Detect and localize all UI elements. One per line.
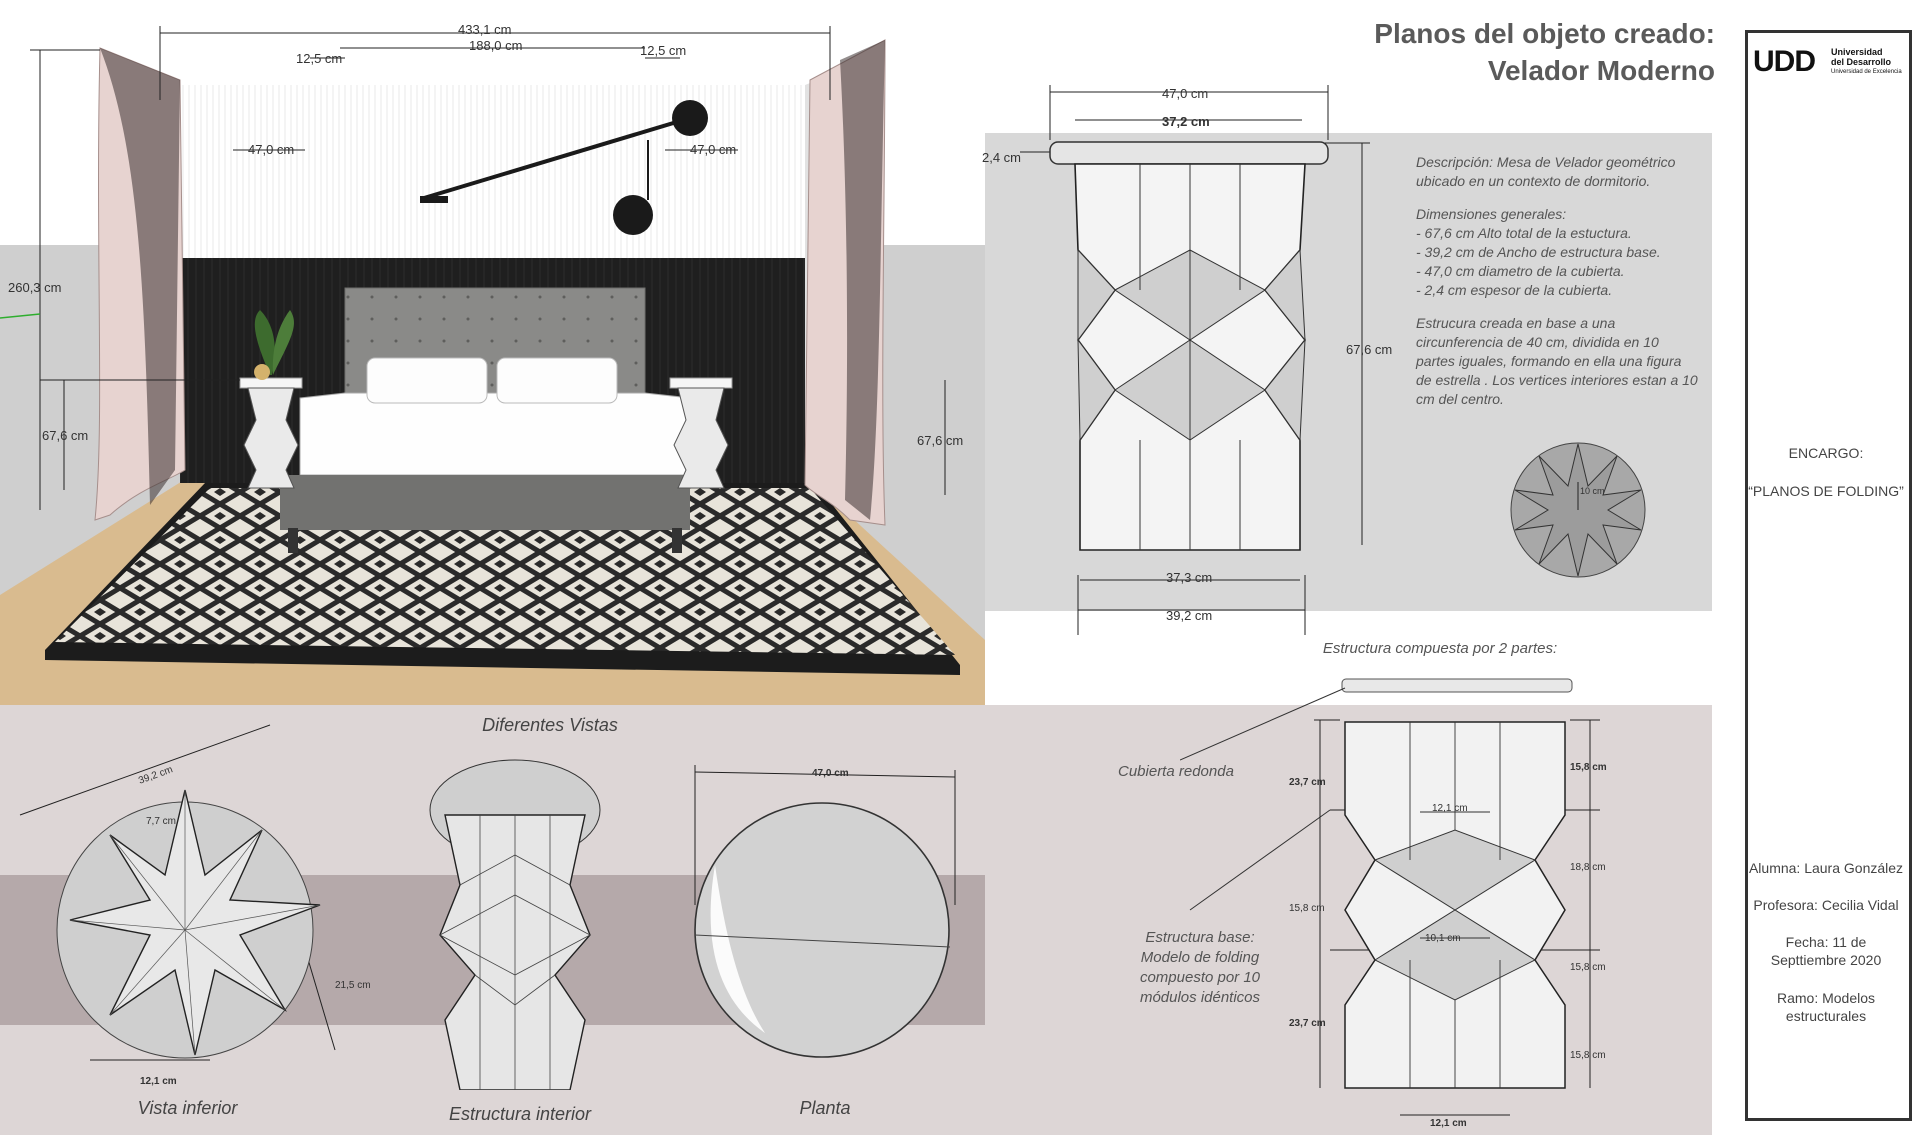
- udd-logo: UDD Universidad del Desarrollo Universid…: [1753, 45, 1903, 85]
- dim-188: 18,8 cm: [1570, 862, 1606, 873]
- encargo-label: ENCARGO:: [1788, 445, 1864, 461]
- desc-para-2: circunferencia de 40 cm, dividida en 10: [1416, 334, 1659, 350]
- desc-line-1: Descripción: Mesa de Velador geométrico: [1416, 154, 1676, 170]
- desc-dim-1: - 67,6 cm Alto total de la estuctura.: [1416, 225, 1632, 241]
- vista-inferior-drawing: [10, 720, 370, 1090]
- star-radius-label: 10 cm: [1580, 486, 1605, 496]
- dim-121-top: 12,1 cm: [1432, 803, 1468, 814]
- udd-logo-line1: Universidad: [1831, 47, 1883, 57]
- dim-height: 67,6 cm: [1346, 342, 1393, 357]
- dim-158-left: 15,8 cm: [1289, 903, 1325, 914]
- dim-bottom-inner: 37,3 cm: [1166, 570, 1213, 585]
- desc-line-2: ubicado en un contexto de dormitorio.: [1416, 173, 1651, 189]
- parts-leaders: [1180, 680, 1380, 940]
- fecha-line-1: Fecha: 11 de: [1785, 934, 1867, 950]
- label-base-line-3: compuesto por 10: [1139, 969, 1261, 986]
- title-line-1: Planos del objeto creado:: [1374, 18, 1715, 49]
- room-illustration: [0, 0, 985, 705]
- dim-table-right: 47,0 cm: [690, 142, 737, 157]
- dim-top-diameter: 47,0 cm: [1162, 86, 1209, 101]
- dim-gap-right: 12,5 cm: [640, 43, 687, 58]
- desc-para-1: Estrucura creada en base a una: [1416, 315, 1616, 331]
- label-base: Estructura base: Modelo de folding compu…: [1115, 928, 1285, 1008]
- dim-bed-width: 188,0 cm: [469, 38, 523, 53]
- dim-height-right: 67,6 cm: [917, 433, 964, 448]
- dim-101: 10,1 cm: [1425, 933, 1461, 944]
- desc-dim-2: - 39,2 cm de Ancho de estructura base.: [1416, 244, 1661, 260]
- planta-drawing: [685, 755, 965, 1095]
- dim-237-top: 23,7 cm: [1289, 777, 1326, 788]
- alumna: Alumna: Laura González: [1748, 860, 1904, 876]
- desc-para-3: partes iguales, formando en ella una fig…: [1416, 353, 1682, 369]
- cubierta-drawing: [1340, 676, 1575, 696]
- description-block: Descripción: Mesa de Velador geométrico …: [1416, 153, 1716, 409]
- estructura-interior-drawing: [420, 755, 610, 1090]
- dim-121-bottom: 12,1 cm: [1430, 1118, 1467, 1129]
- desc-dim-4: - 2,4 cm espesor de la cubierta.: [1416, 282, 1613, 298]
- udd-logo-line2: del Desarrollo: [1831, 57, 1892, 67]
- room-render: 433,1 cm 188,0 cm 12,5 cm 12,5 cm 47,0 c…: [0, 0, 985, 705]
- fecha-line-2: Septtiembre 2020: [1770, 952, 1882, 968]
- base-drawing: [1300, 700, 1610, 1130]
- dim-121: 12,1 cm: [140, 1076, 177, 1087]
- dim-215: 21,5 cm: [335, 980, 371, 991]
- dim-table-left: 47,0 cm: [248, 142, 295, 157]
- dim-158-r2: 15,8 cm: [1570, 962, 1606, 973]
- label-planta: Planta: [799, 1098, 851, 1118]
- udd-logo-line3: Universidad de Excelencia: [1831, 69, 1902, 75]
- dim-height-left: 67,6 cm: [42, 428, 89, 443]
- dim-inner-top: 37,2 cm: [1162, 114, 1210, 129]
- dim-bottom-outer: 39,2 cm: [1166, 608, 1213, 623]
- label-base-line-1: Estructura base:: [1145, 929, 1255, 946]
- encargo-value: “PLANOS DE FOLDING”: [1748, 483, 1904, 499]
- profesora: Profesora: Cecilia Vidal: [1753, 897, 1899, 913]
- dim-158-r1: 15,8 cm: [1570, 762, 1607, 773]
- ramo-line-1: Ramo: Modelos: [1776, 990, 1876, 1006]
- front-view-drawing: [960, 80, 1380, 640]
- label-cubierta: Cubierta redonda: [1118, 763, 1234, 780]
- desc-dims-header: Dimensiones generales:: [1416, 206, 1567, 222]
- ramo-line-2: estructurales: [1785, 1008, 1867, 1024]
- side-panel: [1745, 30, 1912, 1121]
- desc-dim-3: - 47,0 cm diametro de la cubierta.: [1416, 263, 1625, 279]
- label-base-line-2: Modelo de folding: [1140, 949, 1260, 966]
- dim-width-total: 433,1 cm: [458, 22, 512, 37]
- label-vista-inferior: Vista inferior: [137, 1098, 238, 1118]
- dim-237-bottom: 23,7 cm: [1289, 1018, 1326, 1029]
- udd-logo-mark: UDD: [1753, 45, 1816, 78]
- dim-158-r3: 15,8 cm: [1570, 1050, 1606, 1061]
- desc-para-5: cm del centro.: [1416, 391, 1504, 407]
- views-heading: Diferentes Vistas: [482, 715, 618, 735]
- title-line-2: Velador Moderno: [1487, 55, 1715, 86]
- parts-heading: Estructura compuesta por 2 partes:: [1322, 640, 1558, 657]
- label-estructura-interior: Estructura interior: [448, 1104, 592, 1124]
- label-base-line-4: módulos idénticos: [1139, 989, 1261, 1006]
- star-diagram: 10 cm: [1508, 440, 1648, 580]
- dim-gap-left: 12,5 cm: [296, 51, 343, 66]
- dim-470: 47,0 cm: [812, 768, 849, 779]
- dim-77: 7,7 cm: [146, 816, 177, 827]
- dim-thickness: 2,4 cm: [982, 150, 1022, 165]
- desc-para-4: de estrella . Los vertices interiores es…: [1416, 372, 1698, 388]
- dim-room-height: 260,3 cm: [8, 280, 62, 295]
